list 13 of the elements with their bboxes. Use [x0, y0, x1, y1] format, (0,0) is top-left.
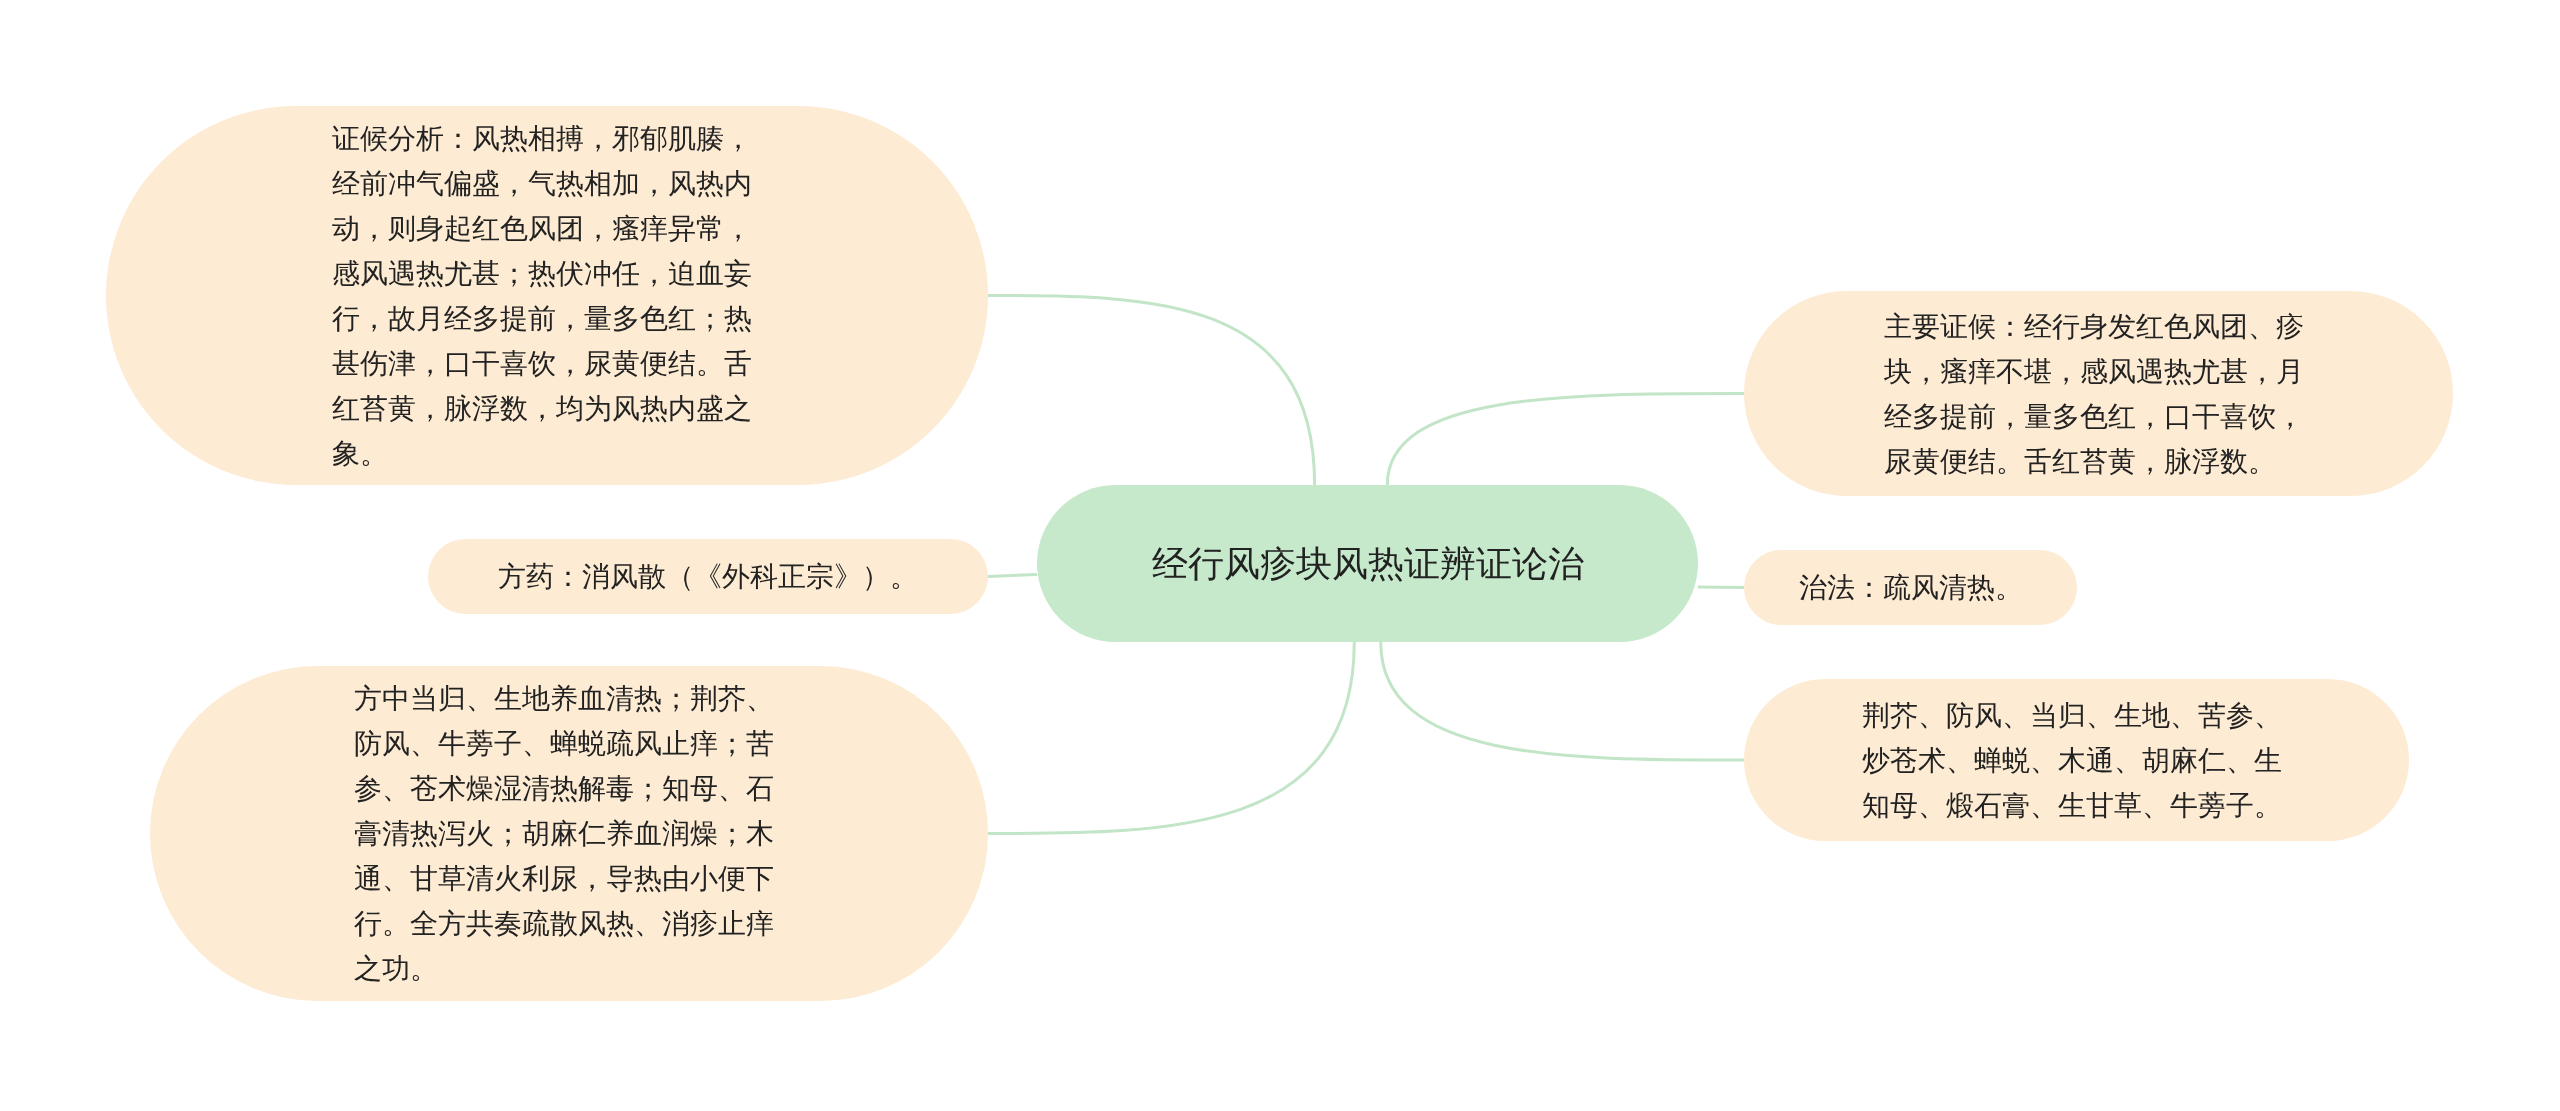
- connector-line: [1379, 641, 1744, 762]
- connector-line: [987, 573, 1038, 578]
- connector-line: [988, 641, 1356, 835]
- topic-text: 方中当归、生地养血清热；荆芥、防风、牛蒡子、蝉蜕疏风止痒；苦参、苍术燥湿清热解毒；知母、石膏清热泻火；胡麻仁养血润燥；木通、甘草清火利尿，导热由小便下行。全方共奏疏散风热、消疹止痒之功。: [354, 681, 775, 987]
- topic-text: 证候分析：风热相搏，邪郁肌腠，经前冲气偏盛，气热相加，风热内动，则身起红色风团，瘙痒异常，感风遇热尤甚；热伏冲任，迫血妄行，故月经多提前，量多色红；热甚伤津，口干喜饮，尿黄便结。舌红苔黄，脉浮数，均为风热内盛之象。: [332, 120, 753, 472]
- topic-text: 荆芥、防风、当归、生地、苦参、炒苍术、蝉蜕、木通、胡麻仁、生知母、煅石膏、生甘草、牛蒡子。: [1861, 697, 2283, 824]
- topic-text: 治法：疏风清热。: [1798, 570, 2023, 606]
- connector-line: [1385, 392, 1744, 486]
- topic-text: 方药：消风散（《外科正宗》）。: [498, 559, 918, 595]
- connector-line: [1698, 585, 1744, 589]
- connector-line: [988, 294, 1317, 486]
- topic-text: 主要证候：经行身发红色风团、疹块，瘙痒不堪，感风遇热尤甚，月经多提前，量多色红，口干喜饮，尿黄便结。舌红苔黄，脉浮数。: [1883, 308, 2305, 480]
- topic-title: 经行风疹块风热证辨证论治: [1150, 541, 1585, 586]
